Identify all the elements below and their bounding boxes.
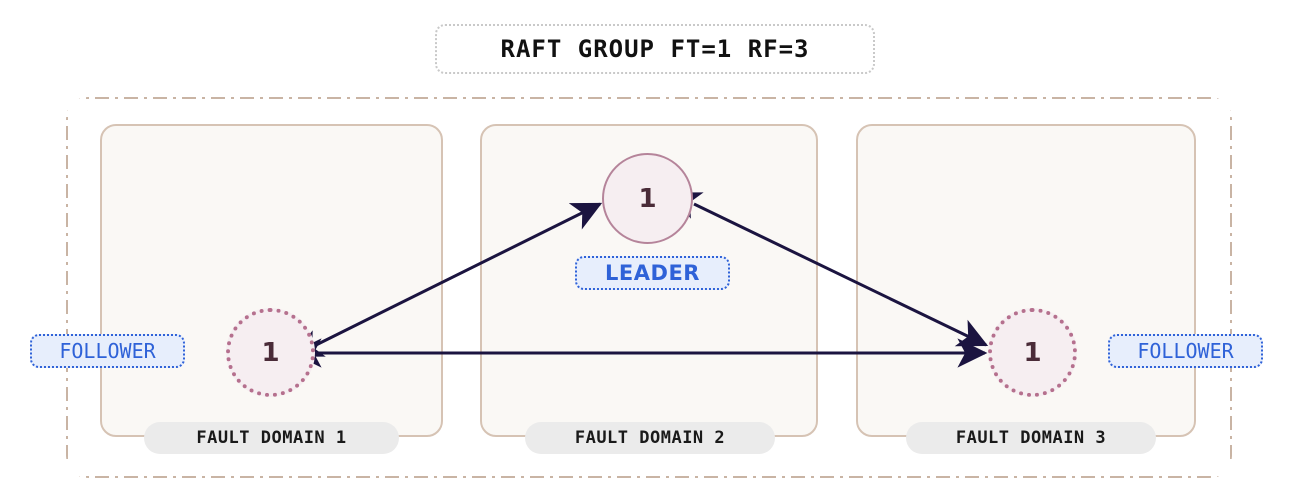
fault-domain-label-1-text: FAULT DOMAIN 1 bbox=[196, 428, 347, 448]
badge-follower-left-label: FOLLOWER bbox=[59, 339, 156, 363]
diagram-title-text: RAFT GROUP FT=1 RF=3 bbox=[500, 35, 810, 63]
node-leader-value: 1 bbox=[638, 183, 657, 214]
node-leader[interactable]: 1 bbox=[602, 153, 693, 244]
badge-leader: LEADER bbox=[575, 256, 730, 290]
badge-follower-right: FOLLOWER bbox=[1108, 334, 1263, 368]
fault-domain-label-2-text: FAULT DOMAIN 2 bbox=[574, 428, 726, 448]
node-follower-left[interactable]: 1 bbox=[226, 308, 315, 397]
fault-domain-label-3-text: FAULT DOMAIN 3 bbox=[955, 428, 1107, 448]
diagram-title: RAFT GROUP FT=1 RF=3 bbox=[435, 24, 875, 74]
badge-leader-label: LEADER bbox=[605, 261, 700, 285]
node-follower-right[interactable]: 1 bbox=[988, 308, 1077, 397]
node-follower-left-value: 1 bbox=[261, 337, 280, 368]
node-follower-right-value: 1 bbox=[1023, 337, 1042, 368]
badge-follower-left: FOLLOWER bbox=[30, 334, 185, 368]
fault-domain-label-1: FAULT DOMAIN 1 bbox=[144, 422, 399, 454]
fault-domain-label-3: FAULT DOMAIN 3 bbox=[906, 422, 1156, 454]
fault-domain-label-2: FAULT DOMAIN 2 bbox=[525, 422, 775, 454]
badge-follower-right-label: FOLLOWER bbox=[1137, 339, 1234, 363]
